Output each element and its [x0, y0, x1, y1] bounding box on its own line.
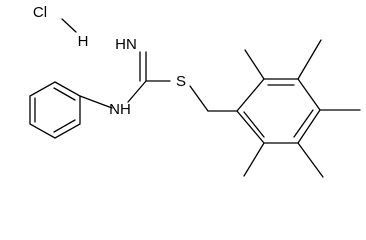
- atom-cl: Cl: [33, 4, 47, 21]
- ring2-double-bond-2: [293, 109, 314, 138]
- atom-s: S: [176, 73, 186, 90]
- bond-ring-nh: [79, 95, 113, 109]
- methyl-bond-1: [244, 49, 265, 80]
- ring2-double-bond-3: [243, 111, 265, 138]
- pentamethylphenyl-ring: [236, 78, 321, 144]
- methyl-bond-4: [297, 142, 324, 178]
- phenyl-double-bond-2: [53, 119, 76, 133]
- phenyl-ring: [29, 81, 81, 139]
- atom-hn: HN: [115, 36, 137, 53]
- phenyl-double-bond-1: [53, 87, 76, 101]
- bond-h-cl: [61, 18, 77, 33]
- methyl-bond-2: [297, 39, 322, 80]
- molecule-drawing: Cl H NH HN S: [29, 4, 361, 178]
- bond-s-ch2: [189, 85, 209, 112]
- bond-nh-c: [127, 80, 147, 103]
- methyl-bond-5: [243, 142, 265, 177]
- structure-diagram: Cl H NH HN S: [29, 4, 361, 178]
- atom-nh: NH: [109, 101, 131, 118]
- atom-h: H: [78, 33, 89, 50]
